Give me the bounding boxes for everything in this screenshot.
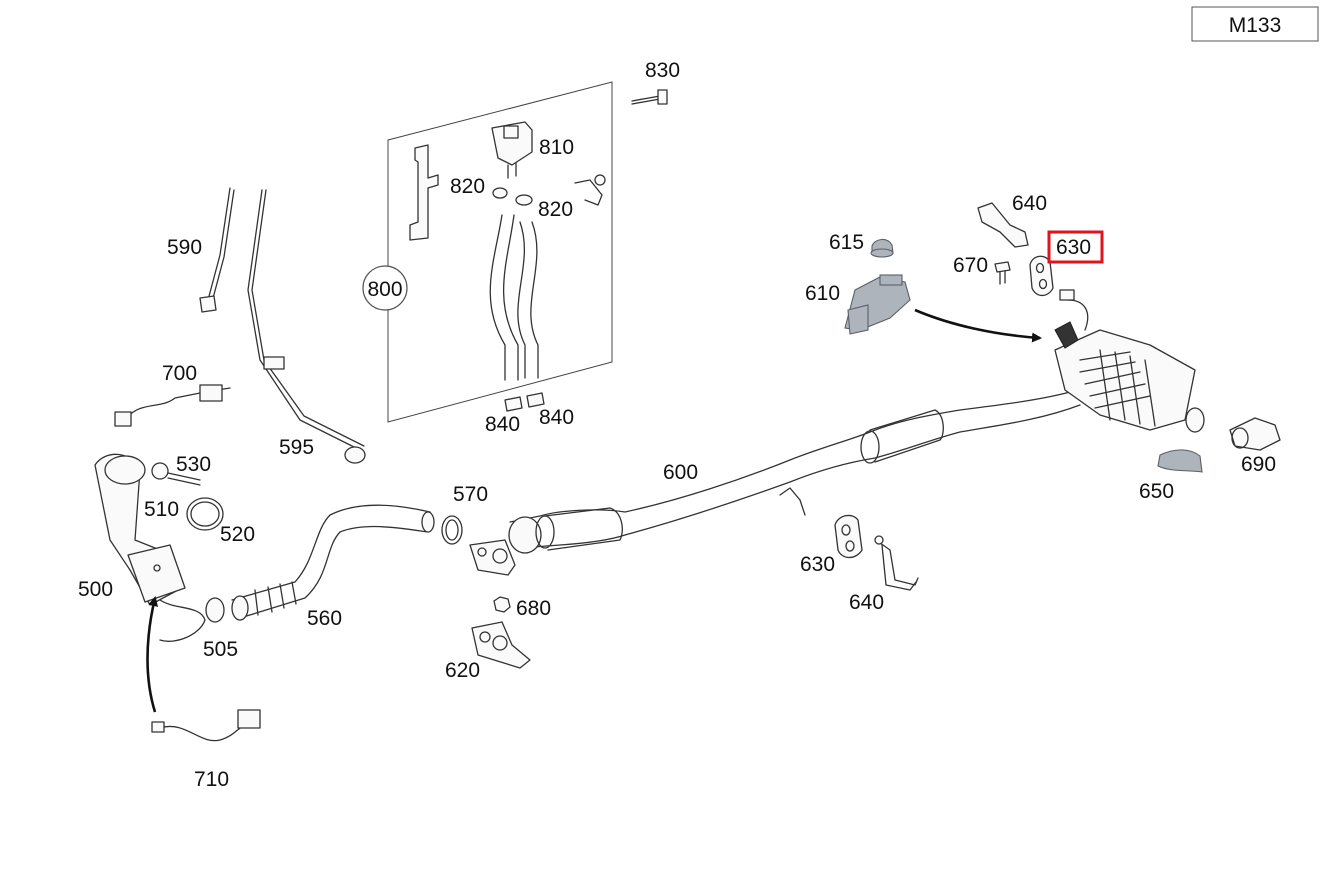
- label-610[interactable]: 610: [805, 282, 840, 305]
- group-800-label: 800: [367, 278, 402, 301]
- part-595-sensor-line[interactable]: [247, 189, 366, 464]
- part-600-middle-pipe[interactable]: [508, 391, 1081, 554]
- label-520[interactable]: 520: [220, 523, 255, 546]
- label-640-lower[interactable]: 640: [849, 591, 884, 614]
- part-630-rubber-mount-lower[interactable]: [834, 514, 863, 559]
- label-650[interactable]: 650: [1139, 480, 1174, 503]
- label-510[interactable]: 510: [144, 498, 179, 521]
- arrow-710-to-500: [146, 596, 159, 713]
- part-570-clamp[interactable]: [441, 515, 463, 545]
- part-500-catalytic-converter[interactable]: [94, 453, 206, 642]
- part-620-flange[interactable]: [471, 621, 531, 669]
- part-650-tailpipe[interactable]: [1157, 449, 1203, 473]
- part-830-bolt[interactable]: [631, 89, 668, 105]
- part-flange-gasket[interactable]: [469, 539, 516, 576]
- part-700-oxygen-sensor[interactable]: [114, 384, 231, 427]
- label-630-lower[interactable]: 630: [800, 553, 835, 576]
- part-615-plug[interactable]: [870, 238, 894, 258]
- part-640-bracket-lower[interactable]: [874, 535, 919, 591]
- label-670[interactable]: 670: [953, 254, 988, 277]
- part-640-bracket-upper[interactable]: [977, 202, 1029, 248]
- label-530[interactable]: 530: [176, 453, 211, 476]
- label-810[interactable]: 810: [539, 136, 574, 159]
- label-500[interactable]: 500: [78, 578, 113, 601]
- label-590[interactable]: 590: [167, 236, 202, 259]
- part-680-nut[interactable]: [493, 596, 511, 613]
- part-rear-muffler[interactable]: [1054, 289, 1205, 433]
- label-820-a[interactable]: 820: [450, 175, 485, 198]
- part-590-sensor-line[interactable]: [199, 187, 235, 313]
- model-badge-text: M133: [1229, 14, 1282, 37]
- label-570[interactable]: 570: [453, 483, 488, 506]
- label-830[interactable]: 830: [645, 59, 680, 82]
- part-800-small-bracket[interactable]: [574, 174, 606, 206]
- model-badge: M133: [1191, 6, 1319, 42]
- label-680[interactable]: 680: [516, 597, 551, 620]
- label-700[interactable]: 700: [162, 362, 197, 385]
- part-800-bracket[interactable]: [409, 144, 439, 241]
- label-560[interactable]: 560: [307, 607, 342, 630]
- label-840-b[interactable]: 840: [539, 406, 574, 429]
- label-640-upper[interactable]: 640: [1012, 192, 1047, 215]
- part-820-clamp-b[interactable]: [515, 194, 533, 206]
- group-800-callout[interactable]: [362, 265, 408, 311]
- part-800-hoses[interactable]: [489, 214, 539, 381]
- part-530-bolt[interactable]: [151, 462, 201, 486]
- part-690-valve[interactable]: [1229, 417, 1281, 451]
- label-820-b[interactable]: 820: [538, 198, 573, 221]
- arrow-610-to-muffler: [914, 308, 1042, 343]
- part-630-rubber-mount-upper[interactable]: [1029, 255, 1054, 297]
- part-505-clamp[interactable]: [205, 597, 225, 623]
- highlight-box-630[interactable]: [1047, 230, 1104, 264]
- part-560-front-pipe[interactable]: [231, 504, 435, 621]
- label-620[interactable]: 620: [445, 659, 480, 682]
- label-595[interactable]: 595: [279, 436, 314, 459]
- label-710[interactable]: 710: [194, 768, 229, 791]
- label-840-a[interactable]: 840: [485, 413, 520, 436]
- part-840-clamp-b[interactable]: [526, 392, 545, 408]
- label-505[interactable]: 505: [203, 638, 238, 661]
- part-820-clamp-a[interactable]: [492, 187, 508, 199]
- part-520-v-clamp[interactable]: [186, 497, 224, 531]
- part-670-screw[interactable]: [994, 261, 1011, 285]
- part-610-actuator[interactable]: [844, 274, 911, 335]
- part-810-pressure-sensor[interactable]: [491, 121, 533, 179]
- label-600[interactable]: 600: [663, 461, 698, 484]
- part-labels: 830 810 820 820 840 840 590 595 700 530 …: [78, 59, 1276, 791]
- label-690[interactable]: 690: [1241, 453, 1276, 476]
- group-800-frame: 800: [362, 81, 613, 423]
- label-630-highlighted[interactable]: 630: [1056, 236, 1091, 259]
- label-615[interactable]: 615: [829, 231, 864, 254]
- part-840-clamp-a[interactable]: [504, 396, 523, 412]
- part-710-oxygen-sensor[interactable]: [151, 709, 261, 742]
